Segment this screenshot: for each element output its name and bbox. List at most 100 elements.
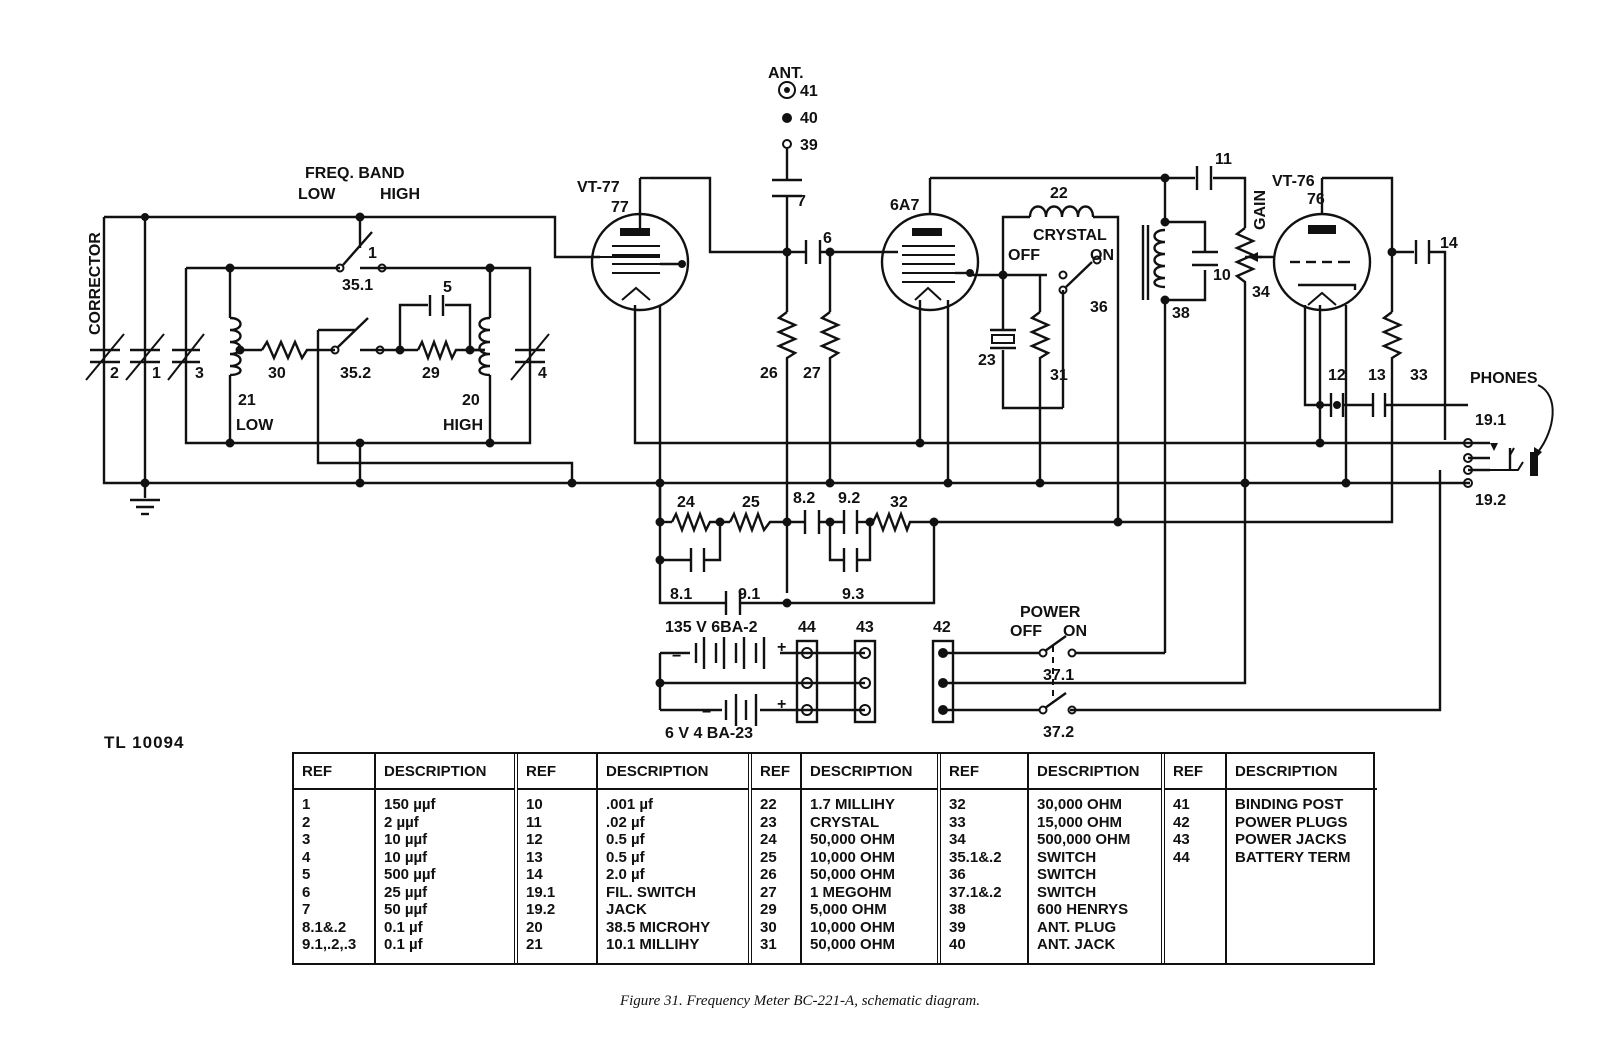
- table-cell-description: CRYSTAL: [810, 813, 880, 831]
- capacitor-8-9: [689, 510, 859, 615]
- header-description: DESCRIPTION: [606, 762, 709, 780]
- battery-135v: [694, 637, 766, 669]
- label-sw371: 37.1: [1043, 667, 1074, 684]
- table-cell-description: 500 µµf: [384, 866, 436, 883]
- table-cell-ref: 34: [949, 831, 966, 848]
- label-l22: 22: [1050, 185, 1068, 202]
- battery-6v: [724, 694, 758, 726]
- label-high: HIGH: [380, 186, 420, 203]
- table-cell-description: 10,000 OHM: [810, 848, 896, 866]
- label-sw-1: 1: [368, 245, 377, 262]
- table-cell-ref: 36: [949, 866, 966, 883]
- table-cell-ref: 43: [1173, 831, 1190, 848]
- label-l21: 21: [238, 392, 256, 409]
- capacitor-12-13: [1329, 393, 1387, 417]
- header-ref: REF: [518, 754, 598, 788]
- label-j192: 19.2: [1475, 492, 1506, 509]
- table-cell-ref: 14: [526, 866, 543, 883]
- label-c93: 9.3: [842, 586, 864, 603]
- label-sw372: 37.2: [1043, 724, 1074, 740]
- table-header: REF DESCRIPTION: [518, 754, 748, 790]
- resistor-27: [819, 311, 841, 362]
- label-bat135: 135 V 6BA-2: [665, 619, 758, 636]
- table-cell-description: 10.1 MILLIHY: [606, 936, 700, 953]
- inductor-20: [478, 316, 491, 377]
- table-cell-description: 30,000 OHM: [1037, 796, 1123, 813]
- label-on2: ON: [1063, 623, 1087, 640]
- schematic-labels: ANT. 41 40 39 FREQ. BAND LOW HIGH CORREC…: [87, 65, 1538, 740]
- label-ant: ANT.: [768, 65, 804, 82]
- label-r25: 25: [742, 494, 760, 511]
- label-t43: 43: [856, 619, 874, 636]
- inductor-21: [229, 316, 242, 377]
- table-cell-ref: 35.1&.2: [949, 848, 1002, 866]
- label-l20: 20: [462, 392, 480, 409]
- label-6a7: 6A7: [890, 197, 919, 214]
- power-jacks-43: [853, 639, 877, 724]
- header-description: DESCRIPTION: [1037, 762, 1140, 780]
- table-cell-ref: 41: [1173, 796, 1190, 813]
- table-cell-ref: 8.1&.2: [302, 918, 347, 936]
- table-cell-description: JACK: [606, 901, 647, 918]
- table-cell-description: POWER PLUGS: [1235, 813, 1348, 831]
- resistor-29: [416, 338, 458, 362]
- inductor-22: [1028, 205, 1095, 218]
- table-cell-ref: 32: [949, 796, 966, 813]
- table-cell-ref: 3: [302, 831, 311, 848]
- table-cell-description: FIL. SWITCH: [606, 883, 696, 901]
- table-cell-description: 25 µµf: [384, 883, 428, 901]
- table-cell-description: 1.7 MILLIHY: [810, 796, 896, 813]
- label-c13: 13: [1368, 367, 1386, 384]
- label-sw36: 36: [1090, 299, 1108, 316]
- variable-capacitors: [85, 333, 550, 381]
- table-cell-ref: 33: [949, 813, 966, 831]
- label-r29: 29: [422, 365, 440, 382]
- resistor-32: [871, 510, 912, 534]
- table-cell-description: POWER JACKS: [1235, 831, 1347, 848]
- table-cell-description: 600 HENRYS: [1037, 901, 1129, 918]
- table-cell-ref: 13: [526, 848, 543, 866]
- table-cell-ref: 10: [526, 796, 543, 813]
- label-39: 39: [800, 137, 818, 154]
- label-r27: 27: [803, 365, 821, 382]
- wiring: [102, 148, 1490, 712]
- header-description: DESCRIPTION: [384, 762, 487, 780]
- label-c5: 5: [443, 279, 452, 296]
- label-77: 77: [611, 199, 629, 216]
- band-switch-35: [318, 231, 387, 355]
- header-ref: REF: [294, 754, 376, 788]
- table-cell-description: 50 µµf: [384, 901, 428, 918]
- table-cell-description: SWITCH: [1037, 883, 1097, 901]
- capacitor-10: [1192, 250, 1218, 267]
- table-cell-ref: 12: [526, 831, 543, 848]
- label-off1: OFF: [1008, 247, 1040, 264]
- table-cell-ref: 30: [760, 918, 777, 936]
- table-cell-ref: 31: [760, 936, 777, 953]
- label-power: POWER: [1020, 604, 1081, 621]
- capacitor-7: [772, 178, 802, 198]
- table-cell-description: 1 MEGOHM: [810, 883, 892, 901]
- label-c92: 9.2: [838, 490, 860, 507]
- schematic-diagram: ANT. 41 40 39 FREQ. BAND LOW HIGH CORREC…: [85, 65, 1554, 740]
- power-switch-37: [1038, 635, 1077, 715]
- label-c7: 7: [797, 193, 806, 210]
- label-40: 40: [800, 110, 818, 127]
- table-cell-ref: 38: [949, 901, 966, 918]
- capacitor-11: [1195, 166, 1213, 190]
- gain-potentiometer-34: [1234, 227, 1262, 290]
- battery-terminal-44: [795, 639, 819, 724]
- table-cell-ref: 39: [949, 918, 966, 936]
- table-cell-ref: 7: [302, 901, 311, 918]
- table-cell-description: BINDING POST: [1235, 796, 1344, 813]
- label-c4: 4: [538, 365, 547, 382]
- table-cell-ref: 6: [302, 883, 311, 901]
- crystal-23: [990, 328, 1016, 350]
- label-c1: 1: [152, 365, 161, 382]
- label-crystal: CRYSTAL: [1033, 227, 1107, 244]
